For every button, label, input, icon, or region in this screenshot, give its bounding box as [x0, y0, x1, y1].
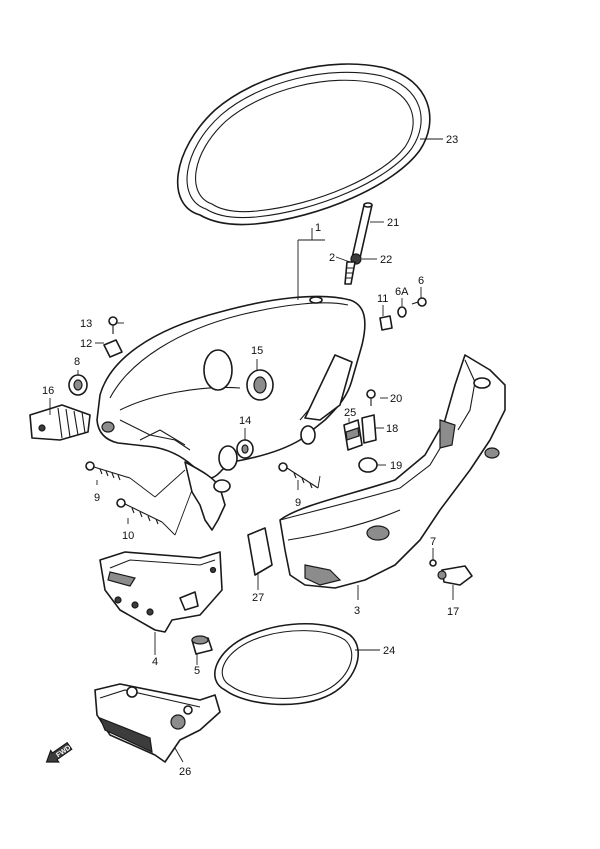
callout-9-right: 9: [295, 497, 301, 509]
part-9-bolt-left: [85, 461, 131, 481]
forward-arrow-icon: FWD: [45, 741, 73, 763]
callout-19: 19: [390, 460, 402, 472]
callout-12: 12: [80, 338, 92, 350]
callout-4: 4: [152, 656, 158, 668]
callout-14: 14: [239, 415, 251, 427]
part-18-bracket: [361, 414, 377, 444]
callout-21: 21: [387, 217, 399, 229]
callout-2: 2: [329, 252, 335, 264]
callout-9-left: 9: [94, 492, 100, 504]
callout-22: 22: [380, 254, 392, 266]
part-11-clip: [379, 315, 393, 331]
part-20-screw: [366, 389, 376, 406]
part-16-cable-grommet: [29, 404, 91, 441]
callout-23: 23: [446, 134, 458, 146]
callout-26: 26: [179, 766, 191, 778]
part-13-screw: [108, 316, 118, 334]
callout-17: 17: [447, 606, 459, 618]
callout-20: 20: [390, 393, 402, 405]
part-6a-washer: [397, 306, 407, 318]
callout-13: 13: [80, 318, 92, 330]
part-14-seal: [236, 439, 254, 459]
part-4-bracket: [99, 551, 223, 633]
callout-27: 27: [252, 592, 264, 604]
callout-16: 16: [42, 385, 54, 397]
callout-15: 15: [251, 345, 263, 357]
part-27-plate: [247, 527, 273, 576]
callout-6: 6: [418, 275, 424, 287]
part-7-screw: [429, 559, 437, 567]
part-8-grommet: [68, 374, 88, 396]
callout-7: 7: [430, 536, 436, 548]
part-2-fitting: [344, 261, 356, 285]
callout-24: 24: [383, 645, 395, 657]
part-24-lower-seal: [214, 623, 360, 706]
callout-6a: 6A: [395, 286, 409, 298]
part-19-cap: [358, 457, 378, 473]
part-26-lower-bracket: [94, 683, 221, 763]
part-12-clip: [103, 339, 123, 358]
part-25-bracket: [343, 419, 363, 451]
callout-labels: 1 2 3 4 5 6 6A 7 8 9 10 9 11 12 13 14 15…: [42, 134, 459, 778]
forward-arrow-label: FWD: [55, 744, 72, 759]
part-23-top-seal: [176, 63, 431, 226]
leader-lines: [49, 138, 454, 763]
callout-18: 18: [386, 423, 398, 435]
callout-5: 5: [194, 665, 200, 677]
callout-1: 1: [315, 222, 321, 234]
part-17-handle: [437, 565, 473, 586]
callout-10: 10: [122, 530, 134, 542]
part-6-screw: [411, 297, 427, 307]
callout-11: 11: [377, 293, 388, 305]
part-21-rod: [351, 202, 373, 259]
part-15-seal: [246, 369, 274, 401]
part-5-grommet: [191, 635, 213, 655]
callout-25: 25: [344, 407, 356, 419]
callout-8: 8: [74, 356, 80, 368]
part-10-bolt: [116, 498, 163, 525]
part-9-bolt-right: [278, 462, 319, 489]
callout-3: 3: [354, 605, 360, 617]
part-1-side-cover: [96, 295, 366, 531]
part-3-side-cover: [279, 354, 506, 589]
